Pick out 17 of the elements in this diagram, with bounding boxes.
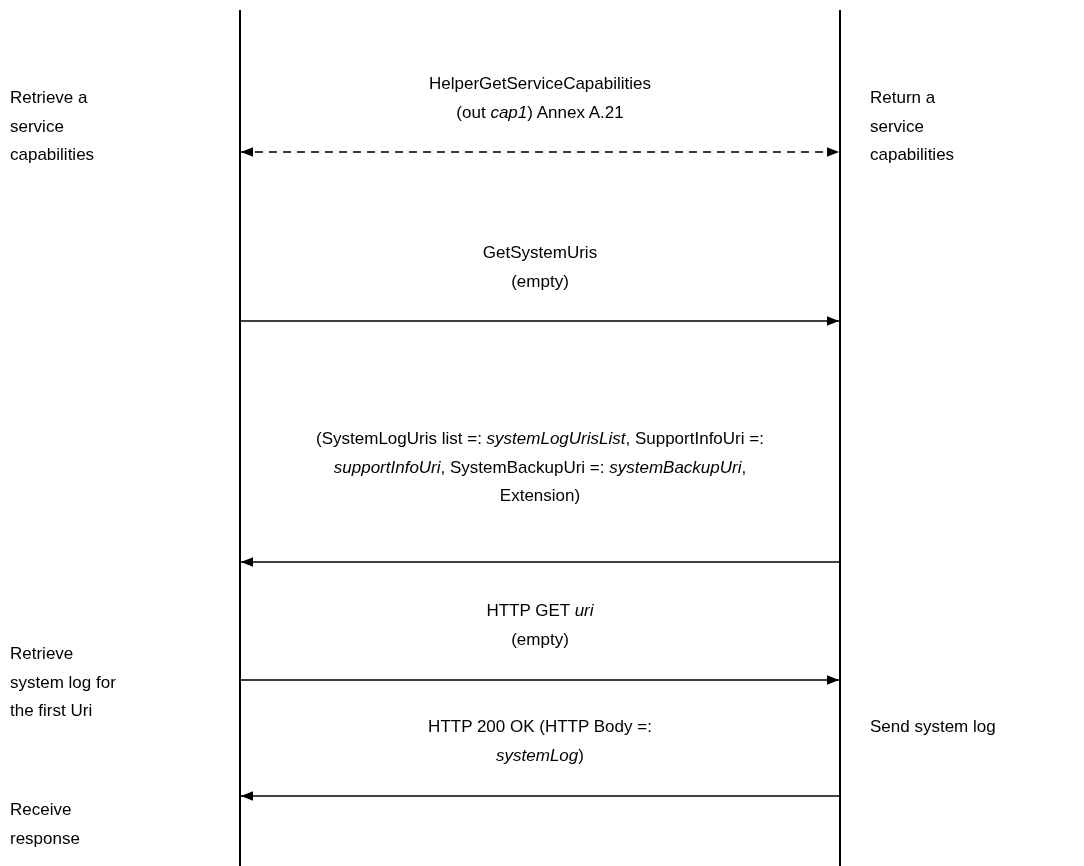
note-text: Receive response: [10, 799, 81, 850]
arrow: [240, 791, 840, 801]
note-text: Retrieve a service capabilities: [10, 87, 96, 166]
lifeline: [239, 10, 241, 866]
message-label: HTTP GET uri (empty): [485, 600, 595, 651]
note-text: Retrieve system log for the first Uri: [10, 643, 117, 722]
arrow: [240, 557, 840, 567]
arrow: [240, 675, 840, 685]
lifeline: [839, 10, 841, 866]
message-label: HelperGetServiceCapabilities (out cap1) Annex A.21: [427, 73, 652, 124]
message-label: (SystemLogUris list =: systemLogUrisList, SupportInfoUri =: supportInfoUri, SystemBackupUri =: systemBackupUri, Extension): [315, 428, 765, 507]
message-label: GetSystemUris (empty): [481, 242, 599, 293]
note-text: Return a service capabilities: [870, 87, 956, 166]
arrow: [240, 147, 840, 157]
arrow: [240, 316, 840, 326]
note-text: Send system log: [870, 716, 997, 738]
message-label: HTTP 200 OK (HTTP Body =: systemLog): [427, 716, 653, 767]
